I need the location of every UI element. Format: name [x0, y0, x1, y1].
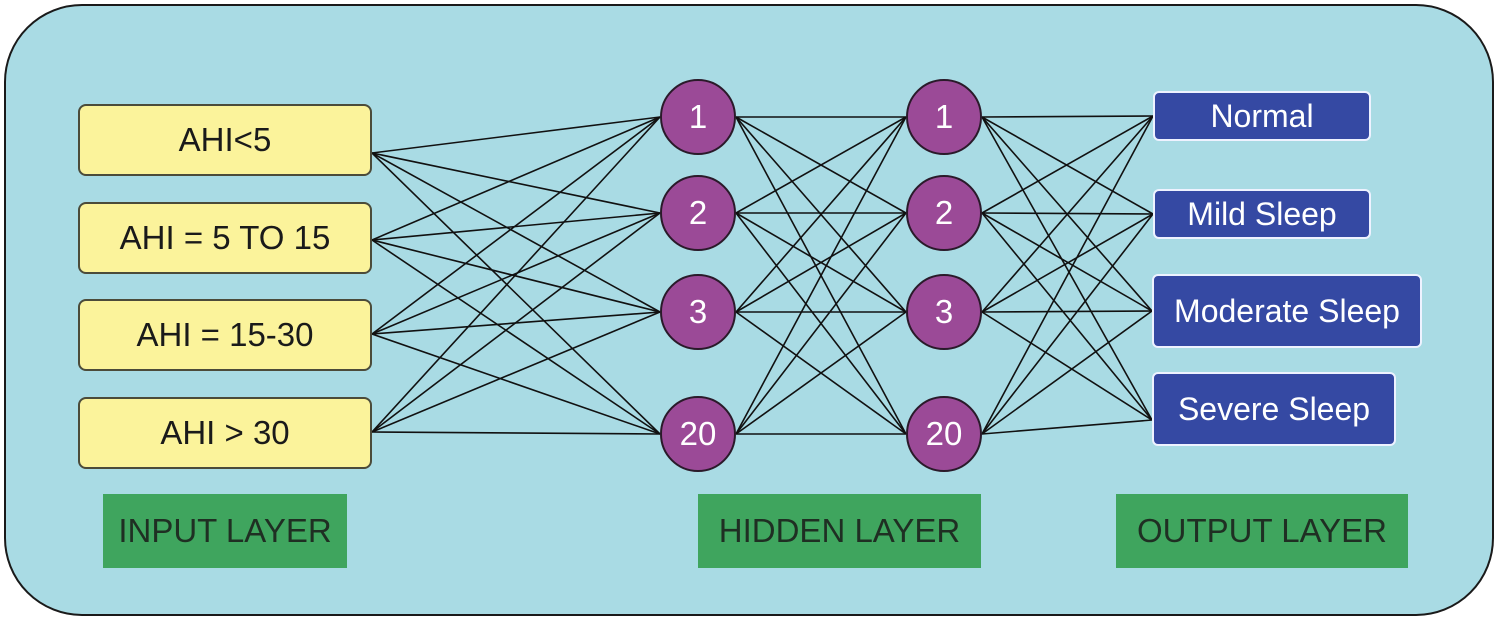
connection-input1-hidden1-2 [371, 152, 661, 214]
hidden-layer-label: HIDDEN LAYER [698, 494, 981, 568]
connection-input3-hidden1-1 [371, 116, 661, 335]
output-node-normal: Normal [1153, 91, 1371, 141]
connection-hidden2-2-output1 [981, 115, 1154, 214]
output-node-severe: Severe Sleep [1152, 372, 1396, 446]
connection-hidden1-4-hidden2-1 [735, 116, 907, 435]
hidden2-node-2: 2 [906, 175, 982, 251]
connection-input4-hidden1-4 [371, 431, 661, 435]
input-node-4: AHI > 30 [78, 397, 372, 469]
connection-hidden2-4-output3 [981, 310, 1153, 435]
output-layer-label: OUTPUT LAYER [1116, 494, 1408, 568]
connection-hidden2-3-output3 [981, 310, 1153, 313]
connection-input3-hidden1-4 [371, 333, 661, 435]
hidden1-node-3: 3 [660, 274, 736, 350]
connection-hidden1-4-hidden2-3 [735, 311, 907, 435]
output-node-moderate: Moderate Sleep [1152, 274, 1422, 348]
hidden1-node-1: 1 [660, 79, 736, 155]
connection-hidden2-1-output2 [981, 116, 1154, 215]
connection-hidden2-2-output3 [981, 212, 1153, 312]
connection-hidden1-3-hidden2-2 [735, 212, 907, 313]
hidden2-node-3: 3 [906, 274, 982, 350]
input-node-2: AHI = 5 TO 15 [78, 202, 372, 274]
connection-hidden2-3-output4 [981, 311, 1153, 421]
connection-hidden2-4-output2 [981, 213, 1154, 435]
connection-hidden2-3-output1 [981, 115, 1154, 313]
connection-input4-hidden1-2 [371, 212, 661, 433]
input-layer-label: INPUT LAYER [103, 494, 347, 568]
connection-input4-hidden1-1 [371, 116, 661, 433]
connection-hidden1-3-hidden2-1 [735, 116, 907, 313]
hidden1-node-20: 20 [660, 396, 736, 472]
connection-input1-hidden1-4 [371, 152, 661, 435]
input-node-1: AHI<5 [78, 104, 372, 176]
hidden2-node-20: 20 [906, 396, 982, 472]
output-node-mild: Mild Sleep [1153, 189, 1371, 239]
hidden1-node-2: 2 [660, 175, 736, 251]
connection-hidden2-2-output4 [981, 212, 1153, 421]
connection-input4-hidden1-3 [371, 311, 661, 433]
connection-input2-hidden1-1 [371, 116, 661, 241]
input-node-3: AHI = 15-30 [78, 299, 372, 371]
connection-hidden2-1-output4 [981, 116, 1153, 421]
connection-hidden1-4-hidden2-2 [735, 212, 907, 435]
hidden2-node-1: 1 [906, 79, 982, 155]
connection-hidden2-3-output2 [981, 213, 1154, 313]
connection-hidden2-4-output1 [981, 115, 1154, 435]
connection-input2-hidden1-3 [371, 239, 661, 313]
connection-input2-hidden1-4 [371, 239, 661, 435]
connection-input1-hidden1-3 [371, 152, 661, 313]
connection-hidden1-2-hidden2-1 [735, 116, 907, 214]
connection-hidden2-1-output1 [981, 115, 1154, 118]
connection-input1-hidden1-1 [371, 116, 661, 154]
connection-hidden2-4-output4 [981, 419, 1153, 435]
